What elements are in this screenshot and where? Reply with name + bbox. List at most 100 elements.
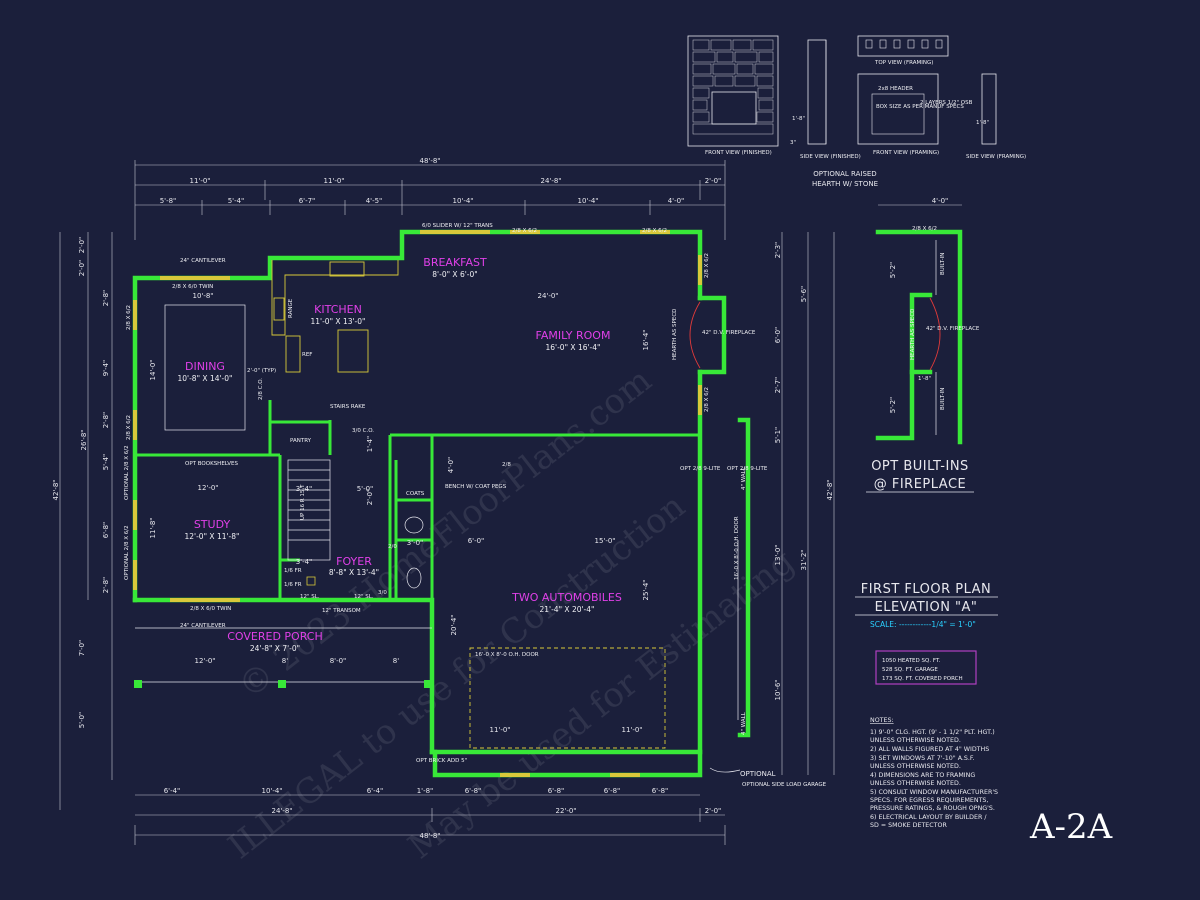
interior-walls [135,400,700,600]
fp-header: 2x8 HEADER [878,86,913,92]
fp-box-size: BOX SIZE AS PER MANUF SPECS [876,104,964,110]
dim-right-f: 13'-0" [774,544,782,565]
note-1: 1) 9'-0" CLG. HGT. (9' - 1 1/2" PLT. HGT… [870,729,995,736]
fp-layers: 2 LAYERS 1/2" OSB [920,100,973,106]
dim-left-j: 5'-0" [78,712,86,729]
misc-labels: 24" CANTILEVER 24" CANTILEVER 2/8 X 6/0 … [124,223,768,764]
family-side-window-2: 2/8 X 6/2 [704,387,710,412]
dim-left-d: 9'-4" [102,360,110,377]
fixtures [134,260,701,749]
note-4: 3) SET WINDOWS AT 7'-10" A.S.F. [870,755,975,762]
door-2-8: 2/8 [502,462,511,468]
builtins-fp: 42" D.V. FIREPLACE [926,326,980,332]
fireplace-detail: FRONT VIEW (FINISHED) 1'-8" 3" SIDE VIEW… [687,35,1026,188]
note-3: 2) ALL WALLS FIGURED AT 4" WIDTHS [870,746,989,753]
opt-bookshelves: OPT BOOKSHELVES [185,461,238,467]
dim-bottom-row2-2: 22'-0" [555,807,576,815]
dim-interior-17: 14'-0" [149,359,157,380]
dim-interior-11: 8' [393,657,399,665]
room-porch-name: COVERED PORCH [227,630,323,643]
side-view-finished: SIDE VIEW (FINISHED) [800,154,861,160]
dim-top-row2-2: 5'-4" [228,197,245,205]
dim-bottom-1: 6'-4" [164,787,181,795]
dim-left-overall: 42'-8" [52,479,60,500]
opt-brick-label: OPT BRICK ADD 5" [416,758,467,764]
sheet-number: A-2A [1029,807,1113,847]
hearth-label: HEARTH AS SPECD [672,309,678,360]
dim-bottom-6: 6'-8" [548,787,565,795]
dim-right-e: 5'-1" [774,427,782,444]
sidelite-left: 12" SL. [300,594,320,600]
dining-window: 2/8 X 6/0 TWIN [172,284,213,290]
dim-interior-19: 25'-4" [642,579,650,600]
s-lite-left: OPT 2/8 9-LITE [680,466,721,472]
dim-top-4: 2'-0" [705,177,722,185]
side-load-garage-option: 4" WALL 4" WALL 16'-0 X 8'-0 O.H. DOOR O… [709,417,827,788]
room-foyer-size: 8'-8" X 13'-4" [329,568,379,577]
dim-overall-top: 48'-8" [419,157,440,165]
fireplace-label: 42" D.V. FIREPLACE [702,330,756,336]
dim-right-overall: 42'-8" [826,479,834,500]
room-study-name: STUDY [194,518,231,531]
area-porch: 173 SQ. FT. COVERED PORCH [882,676,963,682]
dim-left-f: 5'-4" [102,454,110,471]
fp-dim-1-8-framing: 1'-8" [976,120,989,126]
dim-bottom-4: 1'-8" [417,787,434,795]
dim-right-inner: 31'-2" [800,549,808,570]
side-load-label: OPTIONAL SIDE LOAD GARAGE [742,782,827,788]
dim-bottom-row2-3: 2'-0" [705,807,722,815]
fr-1-6-upper: 1/6 FR [284,568,302,574]
room-family-size: 16'-0" X 16'-4" [546,343,601,352]
typ-label: 2'-0" (TYP) [247,368,276,374]
plan-title-line-2: ELEVATION "A" [875,600,978,615]
cantilever-bottom: 24" CANTILEVER [180,623,226,629]
area-box: 1050 HEATED SQ. FT. 528 SQ. FT. GARAGE 1… [875,650,977,685]
ohd-side-label: 16'-0 X 8'-0 O.H. DOOR [734,516,740,580]
dim-interior-7: 11'-0" [621,726,642,734]
builtins-title-2: @ FIREPLACE [874,477,967,492]
dim-left-h: 2'-8" [102,577,110,594]
room-breakfast-size: 8'-0" X 6'-0" [432,270,477,279]
dining-side-window: 2/8 X 6/2 [126,305,132,330]
builtins-window: 2/8 X 6/2 [912,226,937,232]
co-2-8: 2/8 C.O. [258,378,264,400]
dim-interior-4: 15'-0" [594,537,615,545]
plan-title-line-1: FIRST FLOOR PLAN [861,582,992,597]
coats-label: COATS [406,491,425,497]
sidelite-right: 12" SL. [354,594,374,600]
ref-label: REF [302,352,312,358]
dim-bottom-7: 6'-8" [604,787,621,795]
dim-interior-10: 8' [282,657,288,665]
dim-top-row2-5: 10'-4" [452,197,473,205]
s-lite-right: OPT 2/8 9-LITE [727,466,768,472]
note-9: SPECS. FOR EGRESS REQUIREMENTS, [870,797,988,804]
room-garage-name: TWO AUTOMOBILES [511,591,622,604]
dim-interior-23: 2'-0" [366,489,374,506]
dim-interior-15: 5'-0" [357,485,374,493]
dim-interior-18: 11'-8" [149,517,157,538]
dim-top-2: 11'-0" [323,177,344,185]
dim-interior-14: 3'-0" [407,539,424,547]
window-2-8-label: 2/8 X 6/2 [512,228,537,234]
dim-left-c: 2'-8" [102,290,110,307]
room-dining-size: 10'-8" X 14'-0" [178,374,233,383]
dim-left-i: 7'-0" [78,640,86,657]
room-study-size: 12'-0" X 11'-8" [185,532,240,541]
note-11: 6) ELECTRICAL LAYOUT BY BUILDER / [870,814,987,821]
dim-right-b: 5'-6" [800,286,808,303]
side-view-framing: SIDE VIEW (FRAMING) [966,154,1026,160]
plan-title-block: FIRST FLOOR PLAN ELEVATION "A" SCALE: --… [855,582,998,629]
builtins-dim-left-1: 5'-2" [889,262,897,279]
dim-bottom-3: 6'-4" [367,787,384,795]
note-10: PRESSURE RATINGS, & ROUGH OPNG'S. [870,805,995,812]
interior-dimensions: 24'-0" 10'-8" 12'-0" 15'-0" 6'-0" 11'-0"… [149,292,650,734]
side-load-label-1: OPTIONAL [740,770,776,778]
left-dimensions: 42'-8" 26'-8" 2'-0" 2'-0" 2'-8" 9'-4" 2'… [52,232,113,810]
dim-top-row2-6: 10'-4" [577,197,598,205]
bottom-dimensions: 6'-4" 10'-4" 6'-4" 1'-8" 6'-8" 6'-8" 6'-… [134,787,726,845]
dim-interior-1: 24'-0" [537,292,558,300]
room-foyer-name: FOYER [336,555,372,568]
dim-right-a: 2'-3" [774,242,782,259]
note-2: UNLESS OTHERWISE NOTED. [870,737,961,744]
room-labels: BREAKFAST 8'-0" X 6'-0" KITCHEN 11'-0" X… [178,256,622,653]
